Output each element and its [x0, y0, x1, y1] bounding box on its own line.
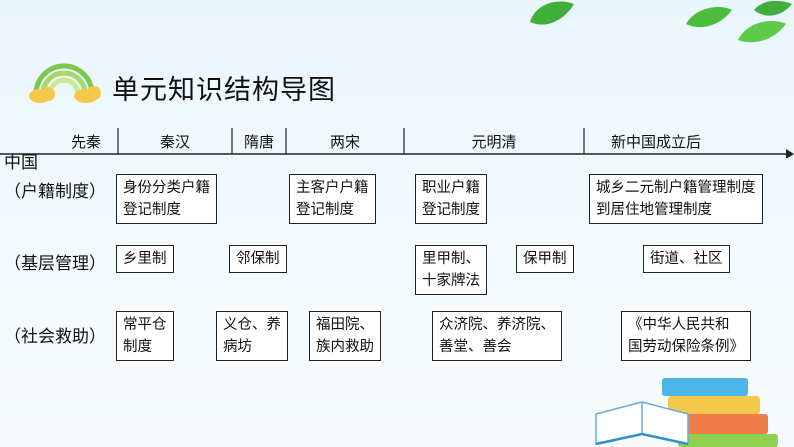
node-text: 制度: [123, 339, 152, 355]
node-text: 病坊: [223, 339, 252, 355]
node-box: 邻保制: [229, 245, 287, 273]
node-box: 众济院、养济院、 善堂、善会: [432, 311, 562, 361]
node-text: 福田院、: [316, 317, 374, 333]
axis-start-label: 中国: [4, 153, 38, 173]
node-box: 《中华人民共和 国劳动保险条例》: [621, 311, 751, 361]
node-box: 主客户户籍 登记制度: [289, 174, 376, 224]
books-decoration-icon: [595, 378, 778, 447]
node-text: 邻保制: [236, 251, 280, 267]
node-text: 职业户籍: [422, 180, 480, 196]
node-text: 身份分类户籍: [123, 180, 210, 196]
leaves-decoration-icon: [530, 0, 792, 43]
node-text: 主客户户籍: [296, 180, 369, 196]
node-text: 街道、社区: [650, 251, 723, 267]
era-label: 先秦: [70, 133, 102, 151]
era-label: 新中国成立后: [610, 133, 702, 151]
era-label: 秦汉: [159, 133, 191, 151]
era-label: 隋唐: [243, 133, 275, 151]
node-box: 保甲制: [516, 245, 574, 273]
node-text: 登记制度: [123, 202, 181, 218]
node-box: 职业户籍 登记制度: [415, 174, 487, 224]
node-box: 身份分类户籍 登记制度: [116, 174, 217, 224]
node-box: 街道、社区: [643, 245, 730, 273]
era-label: 两宋: [329, 133, 361, 151]
node-box: 福田院、 族内救助: [309, 311, 381, 361]
node-text: 登记制度: [296, 202, 354, 218]
node-box: 城乡二元制户籍管理制度 到居住地管理制度: [589, 174, 763, 224]
node-text: 到居住地管理制度: [596, 202, 712, 218]
node-text: 善堂、善会: [439, 339, 512, 355]
node-text: 保甲制: [523, 251, 567, 267]
rainbow-icon: [29, 63, 101, 103]
node-text: 众济院、养济院、: [439, 317, 555, 333]
row-label-jiceng: （基层管理）: [4, 254, 106, 274]
node-text: 常平仓: [123, 317, 167, 333]
row-label-jiuzhu: （社会救助）: [4, 327, 106, 347]
node-text: 里甲制、: [422, 251, 480, 267]
node-text: 国劳动保险条例》: [628, 339, 744, 355]
node-text: 登记制度: [422, 202, 480, 218]
node-text: 城乡二元制户籍管理制度: [596, 180, 756, 196]
node-box: 常平仓 制度: [116, 311, 174, 361]
node-box: 里甲制、 十家牌法: [415, 245, 487, 295]
node-text: 乡里制: [123, 251, 167, 267]
node-text: 《中华人民共和: [628, 317, 730, 333]
node-box: 乡里制: [116, 245, 174, 273]
node-box: 义仓、养 病坊: [216, 311, 288, 361]
node-text: 十家牌法: [422, 273, 480, 289]
row-label-huji: （户籍制度）: [4, 182, 106, 202]
era-label: 元明清: [471, 133, 517, 151]
timeline-axis: [0, 128, 794, 158]
page-title: 单元知识结构导图: [112, 75, 336, 106]
node-text: 族内救助: [316, 339, 374, 355]
node-text: 义仓、养: [223, 317, 281, 333]
